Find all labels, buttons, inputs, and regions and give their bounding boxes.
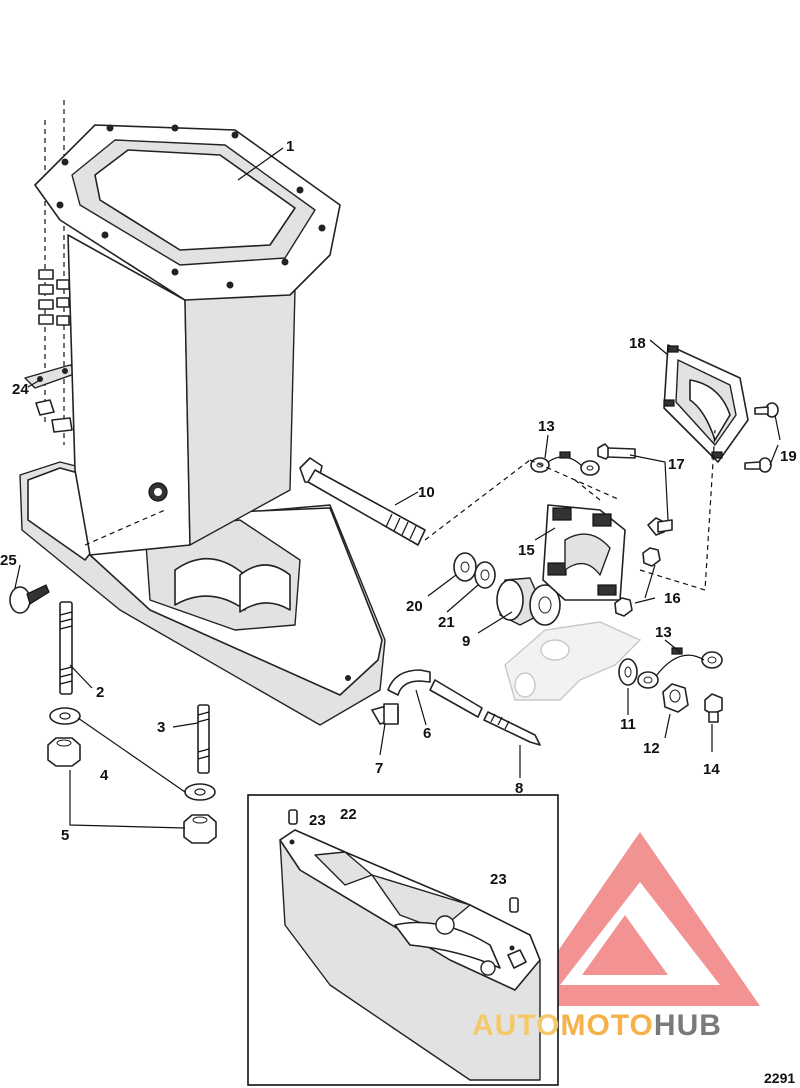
part-7-elbow-fitting (371, 703, 399, 725)
part-14-bolt (704, 693, 723, 723)
part-25-screw (9, 584, 50, 614)
callout-16: 16 (664, 590, 681, 607)
part-12-nut (662, 683, 689, 713)
callout-11: 11 (620, 716, 636, 733)
part-16-nuts (614, 547, 661, 617)
leader-lines (14, 147, 781, 898)
part-19-screws (744, 402, 779, 473)
callout-15: 15 (518, 542, 535, 559)
callout-13-lower: 13 (655, 624, 672, 641)
callout-9: 9 (462, 633, 470, 650)
callout-4: 4 (100, 767, 109, 784)
inset-detail-box (247, 794, 559, 1086)
part-13-ground-strap-lower (637, 647, 723, 689)
reference-bracket-ghost (504, 621, 642, 701)
callout-3: 3 (157, 719, 165, 736)
figure-number: 2291 (764, 1070, 795, 1086)
callout-14: 14 (703, 761, 720, 778)
callout-1: 1 (286, 138, 294, 155)
callout-24: 24 (12, 381, 29, 398)
callout-19: 19 (780, 448, 797, 465)
part-21-washer (474, 561, 496, 589)
callout-20: 20 (406, 598, 423, 615)
callout-12: 12 (643, 740, 660, 757)
watermark-text: AUTOMOTOHUB (472, 1009, 722, 1042)
callout-7: 7 (375, 760, 383, 777)
callout-10: 10 (418, 484, 435, 501)
explode-lines (84, 429, 716, 591)
part-17-bolts (597, 443, 673, 536)
callout-5: 5 (61, 827, 69, 844)
part-4-washers (49, 707, 216, 801)
part-9-mount (496, 577, 561, 626)
part-22-skeg-housing (279, 829, 541, 1081)
callout-13-upper: 13 (538, 418, 555, 435)
part-13-ground-strap-upper (530, 451, 600, 476)
watermark-hub: HUB (654, 1009, 722, 1042)
callout-22: 22 (340, 806, 357, 823)
callout-23-right: 23 (490, 871, 507, 888)
svg-text:AUTOMOTOHUB: AUTOMOTOHUB (472, 1009, 722, 1042)
part-6-hose (387, 669, 483, 718)
part-2-stud (59, 601, 73, 695)
callout-6: 6 (423, 725, 431, 742)
callout-17: 17 (668, 456, 685, 473)
callout-21: 21 (438, 614, 455, 631)
watermark-moto: MOTO (560, 1009, 653, 1042)
watermark-auto: AUTO (472, 1009, 560, 1042)
part-1-driveshaft-housing (19, 124, 386, 726)
part-20-washer (453, 552, 477, 582)
part-8-water-tube (483, 711, 541, 746)
part-5-nuts (47, 737, 217, 844)
part-11-washer (618, 658, 638, 686)
callout-18: 18 (629, 335, 646, 352)
part-3-stud (197, 704, 210, 774)
part-15-retainer (542, 504, 626, 601)
part-10-bolt (299, 457, 426, 546)
callout-2: 2 (96, 684, 104, 701)
part-24-shim-stack (24, 269, 81, 433)
callout-8: 8 (515, 780, 523, 797)
callout-25: 25 (0, 552, 17, 569)
callout-labels: 1 2 3 4 5 6 7 8 9 10 11 12 13 13 14 15 1… (0, 138, 797, 888)
part-23-dowel-pins (288, 809, 519, 913)
part-18-cover-plate (663, 344, 749, 463)
callout-23-left: 23 (309, 812, 326, 829)
